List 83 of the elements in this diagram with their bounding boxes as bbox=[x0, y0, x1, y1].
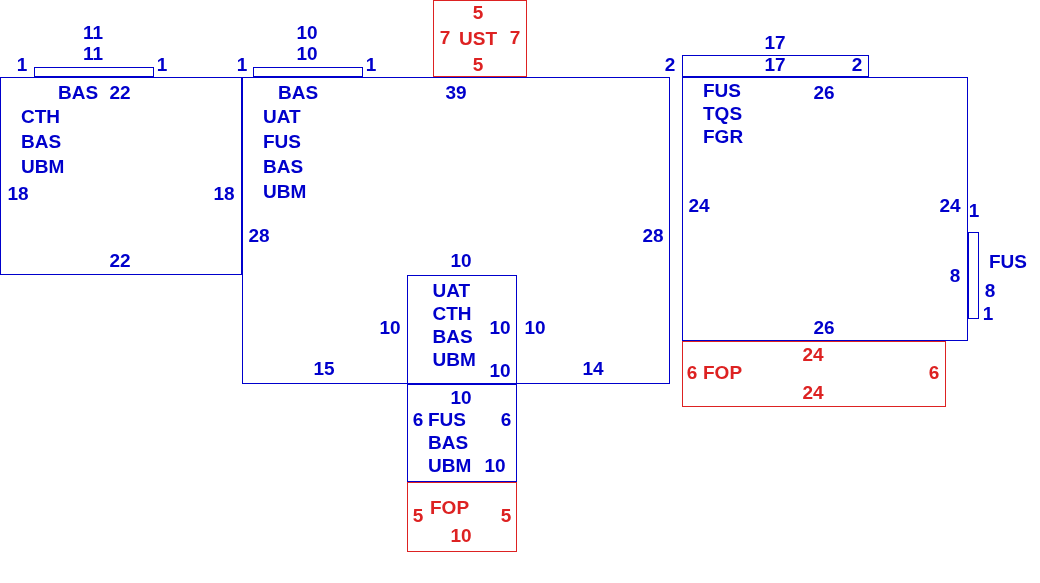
room-outline bbox=[242, 77, 670, 384]
room-code: UBM bbox=[263, 181, 307, 203]
dimension-value: 11 bbox=[82, 22, 104, 44]
dimension-value: 1 bbox=[16, 54, 28, 76]
dimension-value: 5 bbox=[412, 505, 424, 527]
dimension-value: 26 bbox=[813, 82, 835, 104]
room-code: FOP bbox=[703, 362, 743, 384]
dimension-value: 24 bbox=[688, 195, 710, 217]
dimension-value: 10 bbox=[296, 43, 318, 65]
dimension-value: 1 bbox=[365, 54, 377, 76]
dimension-value: 24 bbox=[802, 344, 824, 366]
room-code: TQS bbox=[703, 103, 743, 125]
wall-strip bbox=[253, 67, 363, 77]
dimension-value: 28 bbox=[248, 225, 270, 247]
dimension-value: 7 bbox=[509, 27, 521, 49]
room-code: BAS bbox=[21, 131, 62, 153]
room-code: UBM bbox=[21, 156, 65, 178]
room-code: FUS bbox=[703, 80, 741, 102]
dimension-value: 8 bbox=[949, 265, 961, 287]
dimension-value: 10 bbox=[450, 250, 472, 272]
room-code: FUS bbox=[263, 131, 301, 153]
room-code: FOP bbox=[430, 497, 470, 519]
room-code: FUS bbox=[428, 409, 466, 431]
dimension-value: 39 bbox=[445, 82, 467, 104]
room-code: BAS bbox=[263, 156, 304, 178]
dimension-value: 10 bbox=[450, 525, 472, 547]
dimension-value: 1 bbox=[236, 54, 248, 76]
dimension-value: 10 bbox=[489, 360, 511, 382]
dimension-value: 22 bbox=[109, 250, 131, 272]
dimension-value: 10 bbox=[484, 455, 506, 477]
zone-outline bbox=[682, 341, 946, 407]
dimension-value: 10 bbox=[489, 317, 511, 339]
dimension-value: 1 bbox=[156, 54, 168, 76]
room-outline bbox=[406, 274, 517, 384]
dimension-value: 15 bbox=[313, 358, 335, 380]
room-code: UAT bbox=[432, 279, 471, 302]
dimension-value: 18 bbox=[7, 183, 29, 205]
dimension-value: 8 bbox=[984, 280, 996, 302]
dimension-value: 6 bbox=[412, 409, 424, 431]
zone-outline bbox=[407, 482, 517, 552]
dimension-value: 1 bbox=[982, 303, 994, 325]
dimension-value: 28 bbox=[642, 225, 664, 247]
room-outline bbox=[682, 77, 968, 341]
dimension-value: 10 bbox=[296, 22, 318, 44]
room-code: CTH bbox=[432, 302, 472, 325]
dimension-value: 10 bbox=[379, 317, 401, 339]
dimension-value: 26 bbox=[813, 317, 835, 339]
dimension-value: 10 bbox=[524, 317, 546, 339]
dimension-value: 6 bbox=[686, 362, 698, 384]
room-outline bbox=[0, 77, 242, 275]
dimension-value: 7 bbox=[439, 27, 451, 49]
zone-outline bbox=[433, 0, 527, 77]
dimension-value: 1 bbox=[968, 200, 980, 222]
wall-strip bbox=[682, 55, 869, 77]
room-code: UBM bbox=[432, 348, 476, 371]
dimension-value: 6 bbox=[500, 409, 512, 431]
room-code: CTH bbox=[21, 106, 61, 128]
room-outline bbox=[407, 384, 517, 482]
room-code: BAS bbox=[57, 82, 99, 104]
dimension-value: 24 bbox=[802, 382, 824, 404]
room-code: UBM bbox=[428, 455, 472, 477]
dimension-value: 11 bbox=[82, 43, 104, 65]
dimension-value: 5 bbox=[500, 505, 512, 527]
dimension-value: 5 bbox=[472, 54, 484, 76]
room-code: BAS bbox=[277, 82, 319, 104]
dimension-value: 14 bbox=[582, 358, 604, 380]
dimension-value: 18 bbox=[213, 183, 235, 205]
dimension-value: 10 bbox=[450, 387, 472, 409]
wall-strip bbox=[34, 67, 154, 77]
dimension-value: 5 bbox=[472, 2, 484, 24]
dimension-value: 17 bbox=[764, 32, 786, 54]
dimension-value: 24 bbox=[939, 195, 961, 217]
room-code: UAT bbox=[263, 106, 301, 128]
room-code: FUS bbox=[989, 251, 1027, 273]
dimension-value: 6 bbox=[928, 362, 940, 384]
dimension-value: 22 bbox=[109, 82, 131, 104]
dimension-value: 17 bbox=[764, 54, 786, 76]
dimension-value: 2 bbox=[851, 54, 863, 76]
room-code: FGR bbox=[703, 126, 744, 148]
room-code: UST bbox=[459, 28, 497, 50]
room-code: BAS bbox=[432, 325, 473, 348]
dimension-value: 2 bbox=[664, 54, 676, 76]
room-code: BAS bbox=[428, 432, 469, 454]
